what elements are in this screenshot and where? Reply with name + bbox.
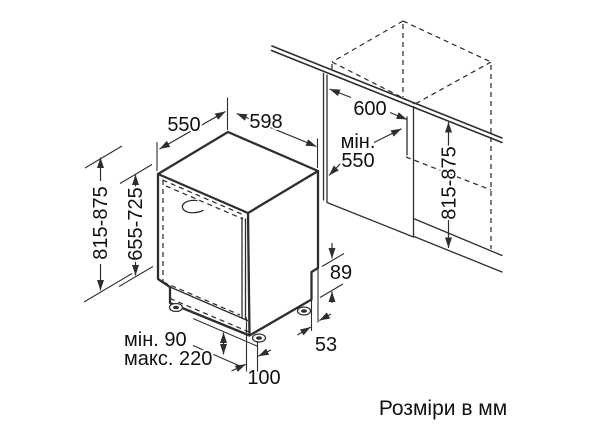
- dim-door-655-725-label: 655-725: [125, 187, 147, 260]
- countertop: [270, 45, 503, 144]
- foot-left: [168, 302, 184, 313]
- dim-base-min-label: мін. 90: [124, 329, 187, 351]
- dim-niche-600: 600: [329, 88, 408, 122]
- dim-height-815-875-left-label: 815-875: [90, 186, 112, 259]
- dim-niche-min-550-label: 550: [341, 150, 374, 172]
- foot-rear: [296, 306, 312, 316]
- niche-dashed-outline: [331, 20, 492, 249]
- dim-base-max-label: макс. 220: [124, 348, 212, 370]
- dim-notch-89-label: 89: [330, 262, 352, 284]
- dim-niche-min-550: мін. 550: [328, 128, 402, 176]
- dim-foot-100-label: 100: [247, 367, 280, 389]
- dim-niche-600-label: 600: [353, 98, 386, 120]
- adjustable-feet: [168, 302, 312, 343]
- dim-door-655-725: 655-725: [118, 164, 154, 287]
- dim-notch-53-label: 53: [315, 334, 337, 356]
- niche-right-panel: [406, 105, 503, 273]
- dim-base-min-max: мін. 90 макс. 220: [122, 317, 259, 372]
- dim-foot-100: 100: [231, 317, 283, 391]
- dim-niche-min-label: мін.: [341, 131, 376, 153]
- dim-height-815-875-left: 815-875: [83, 145, 133, 303]
- dim-width-598-label: 598: [249, 111, 282, 133]
- units-caption: Розміри в мм: [379, 397, 507, 420]
- foot-middle: [251, 333, 267, 343]
- dim-depth-550: 550: [156, 97, 229, 171]
- dim-depth-550-label: 550: [167, 114, 200, 136]
- dim-width-598: 598: [236, 109, 319, 168]
- dim-height-815-875-right: 815-875: [437, 122, 463, 248]
- dim-notch-53: 53: [297, 268, 339, 358]
- dim-notch-89: 89: [319, 243, 354, 303]
- dishwasher-body: [156, 130, 320, 337]
- dim-height-815-875-right-label: 815-875: [439, 146, 461, 219]
- door-handle-icon: [181, 199, 204, 214]
- niche-left-panel: [322, 72, 415, 238]
- dishwasher-door: [162, 179, 247, 321]
